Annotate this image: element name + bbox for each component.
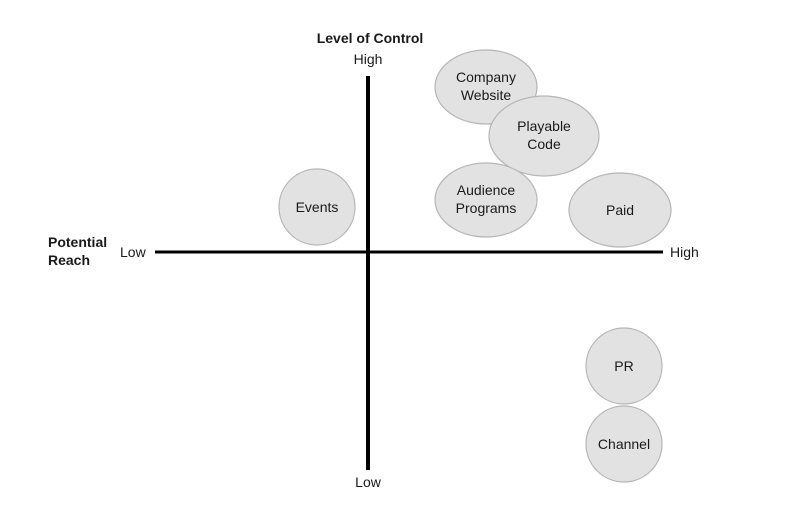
bubble-pr: PR [585,327,663,405]
bubble-company-website-label-2: Website [461,87,512,103]
bubble-playable-code-label-1: Playable [517,118,571,134]
bubble-playable-code-label-2: Code [527,136,561,152]
horizontal-axis-low-label: Low [120,244,147,260]
bubble-paid: Paid [568,172,672,248]
vertical-axis-title: Level of Control [317,30,424,46]
bubble-events: Events [278,168,356,246]
bubble-pr-label: PR [614,358,633,374]
bubble-paid-label: Paid [606,202,634,218]
bubble-audience-programs-label-1: Audience [457,182,516,198]
vertical-axis-low-label: Low [355,474,382,490]
horizontal-axis-high-label: High [670,244,699,260]
bubble-playable-code-shape [488,95,600,177]
bubble-channel-label: Channel [598,436,650,452]
bubble-playable-code: Playable Code [488,95,600,177]
bubble-pr-shape [585,327,663,405]
bubble-events-shape [278,168,356,246]
bubble-channel: Channel [585,405,663,483]
bubble-audience-programs-label-2: Programs [456,200,517,216]
bubble-events-label: Events [296,199,339,215]
horizontal-axis-title-line2: Reach [48,252,90,268]
bubble-audience-programs-shape [434,162,538,238]
horizontal-axis-title-line1: Potential [48,234,107,250]
bubble-company-website-label-1: Company [456,69,516,85]
bubble-audience-programs: Audience Programs [434,162,538,238]
bubble-paid-shape [568,172,672,248]
bubble-channel-shape [585,405,663,483]
vertical-axis-high-label: High [354,51,383,67]
